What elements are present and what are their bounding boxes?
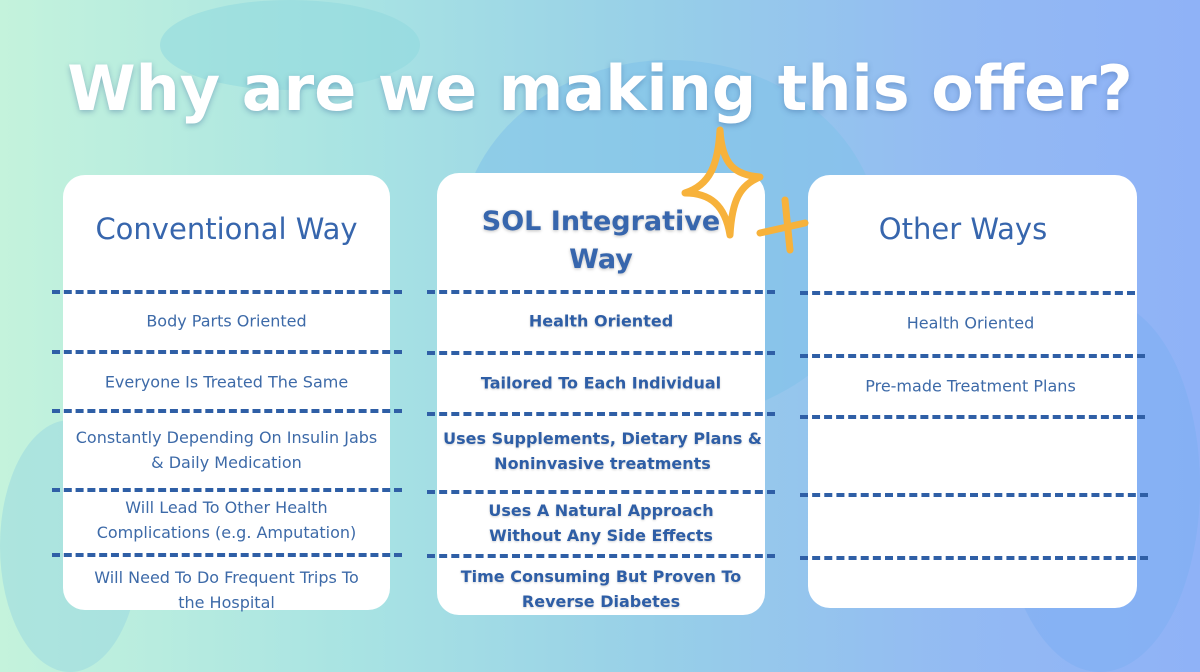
other-row: Health Oriented xyxy=(906,313,1035,333)
divider xyxy=(52,350,402,354)
conventional-heading: Conventional Way xyxy=(95,212,358,246)
other-row: Pre-made Treatment Plans xyxy=(865,376,1076,396)
card-sol xyxy=(437,173,765,615)
divider xyxy=(427,290,775,294)
sol-row: Uses A Natural Approach Without Any Side… xyxy=(488,501,714,545)
divider xyxy=(52,290,402,294)
divider xyxy=(427,412,775,416)
divider xyxy=(52,488,402,492)
conventional-row: Will Need To Do Frequent Trips To the Ho… xyxy=(94,568,359,612)
divider xyxy=(427,554,775,558)
card-other xyxy=(808,175,1137,608)
sol-row: Uses Supplements, Dietary Plans & Noninv… xyxy=(443,429,762,473)
other-heading: Other Ways xyxy=(878,212,1048,246)
divider xyxy=(800,291,1135,295)
divider xyxy=(52,553,402,557)
divider xyxy=(427,351,775,355)
sol-row: Tailored To Each Individual xyxy=(480,373,722,393)
divider xyxy=(800,415,1145,419)
conventional-row: Everyone Is Treated The Same xyxy=(104,372,349,392)
divider xyxy=(52,409,402,413)
sol-row: Health Oriented xyxy=(528,311,674,331)
background-blob xyxy=(160,0,420,90)
divider xyxy=(800,354,1145,358)
divider xyxy=(800,493,1148,497)
page-title: Why are we making this offer? xyxy=(67,52,1133,125)
sol-row: Time Consuming But Proven To Reverse Dia… xyxy=(460,567,742,611)
conventional-row: Will Lead To Other Health Complications … xyxy=(96,498,357,542)
conventional-row: Body Parts Oriented xyxy=(146,311,307,331)
sparkle-icon xyxy=(681,126,809,254)
sol-heading: SOL Integrative Way xyxy=(481,206,721,275)
conventional-row: Constantly Depending On Insulin Jabs & D… xyxy=(75,428,378,472)
card-conventional xyxy=(63,175,390,610)
divider xyxy=(427,490,775,494)
divider xyxy=(800,556,1148,560)
